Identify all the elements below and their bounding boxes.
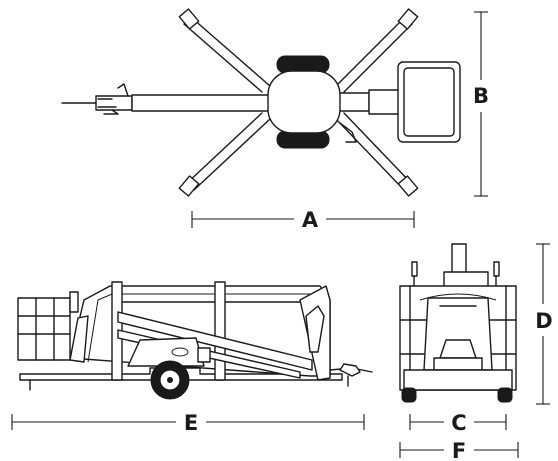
tow-bar-top xyxy=(61,83,273,115)
boom-section-1 xyxy=(117,311,313,371)
end-view xyxy=(399,243,517,403)
wheel-end-right xyxy=(497,387,513,403)
top-view xyxy=(61,8,461,197)
base-end xyxy=(403,369,513,391)
control-box xyxy=(197,347,211,363)
label-d: D xyxy=(535,309,552,333)
outrigger-bottom-left xyxy=(178,112,271,197)
dimension-d: D xyxy=(535,243,553,405)
platform-side xyxy=(17,291,89,363)
dimension-b: B xyxy=(473,11,489,197)
outrigger-top-right xyxy=(335,8,419,93)
platform-top xyxy=(397,61,461,143)
boom-head-top xyxy=(368,89,400,115)
hitch-side xyxy=(339,363,361,377)
label-a: A xyxy=(302,208,319,232)
dimension-c: C xyxy=(409,411,507,435)
turret-top xyxy=(267,70,341,134)
label-b: B xyxy=(473,84,489,108)
dimension-f: F xyxy=(399,439,519,461)
label-f: F xyxy=(452,439,466,461)
dimension-e: E xyxy=(11,411,365,435)
post-2 xyxy=(214,281,226,381)
label-e: E xyxy=(184,411,198,435)
handle-top xyxy=(339,122,357,143)
outrigger-top-left xyxy=(178,8,271,93)
wheel-end-left xyxy=(401,387,417,403)
label-c: C xyxy=(451,411,466,435)
outrigger-bottom-right xyxy=(335,112,419,197)
side-view xyxy=(17,281,373,400)
dimension-a: A xyxy=(191,208,415,232)
